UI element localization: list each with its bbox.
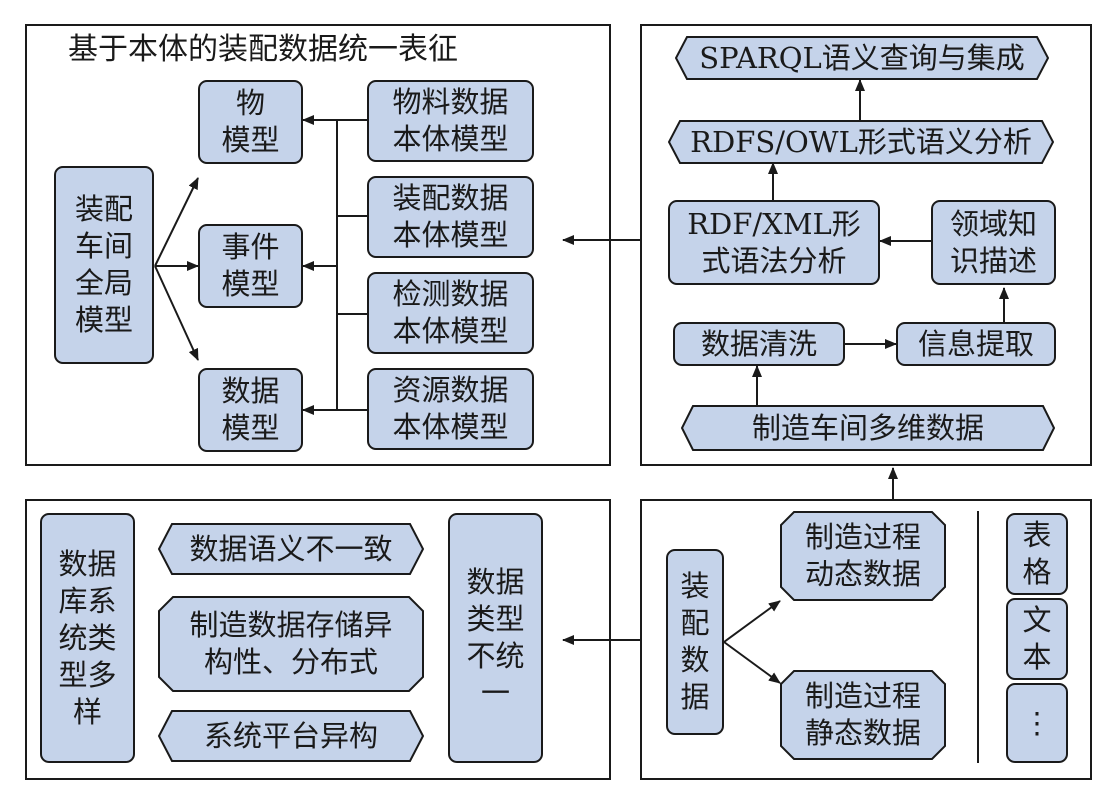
multidim-data-label: 制造车间多维数据: [751, 410, 984, 445]
resource-ontology-node: 资源数据 本体模型: [367, 368, 534, 450]
format-text-node: 文 本: [1006, 598, 1068, 680]
platform-heterogeneity-node: 系统平台异构: [158, 710, 424, 762]
format-more-node: ⋮: [1006, 683, 1068, 763]
material-ontology-node: 物料数据 本体模型: [367, 80, 534, 162]
event-model-node: 事件 模型: [198, 224, 303, 308]
domain-knowledge-node: 领域知 识描述: [931, 200, 1056, 285]
data-cleaning-node: 数据清洗: [673, 322, 845, 366]
thing-model-node: 物 模型: [198, 80, 303, 164]
rdfs-owl-label: RDFS/OWL形式语义分析: [690, 124, 1032, 159]
format-divider: [977, 511, 979, 763]
storage-heterogeneity-node: 制造数据存储异 构性、分布式: [158, 596, 424, 692]
dynamic-data-label: 制造过程 动态数据: [804, 520, 921, 591]
data-model-node: 数据 模型: [198, 368, 303, 452]
platform-heterogeneity-label: 系统平台异构: [203, 718, 378, 753]
info-extraction-node: 信息提取: [896, 322, 1056, 366]
multidim-data-node: 制造车间多维数据: [681, 405, 1055, 451]
semantic-inconsistency-node: 数据语义不一致: [158, 523, 424, 575]
rdfs-owl-node: RDFS/OWL形式语义分析: [668, 120, 1054, 164]
type-mismatch-node: 数据 类型 不统 一: [448, 513, 543, 763]
panel-title: 基于本体的装配数据统一表征: [68, 32, 458, 67]
assembly-ontology-node: 装配数据 本体模型: [367, 176, 534, 258]
sparql-node: SPARQL语义查询与集成: [675, 36, 1049, 80]
semantic-inconsistency-label: 数据语义不一致: [189, 531, 393, 566]
assembly-data-node: 装 配 数 据: [666, 549, 724, 735]
global-model-node: 装配 车间 全局 模型: [54, 166, 154, 364]
storage-heterogeneity-label: 制造数据存储异 构性、分布式: [189, 608, 393, 679]
format-table-node: 表 格: [1006, 513, 1068, 595]
static-data-label: 制造过程 静态数据: [804, 679, 921, 750]
sparql-label: SPARQL语义查询与集成: [699, 40, 1025, 75]
rdf-xml-node: RDF/XML形 式语法分析: [668, 200, 880, 285]
static-data-node: 制造过程 静态数据: [780, 670, 946, 760]
inspection-ontology-node: 检测数据 本体模型: [367, 272, 534, 354]
dynamic-data-node: 制造过程 动态数据: [780, 511, 946, 601]
db-types-node: 数据 库系 统类 型多 样: [40, 513, 135, 763]
